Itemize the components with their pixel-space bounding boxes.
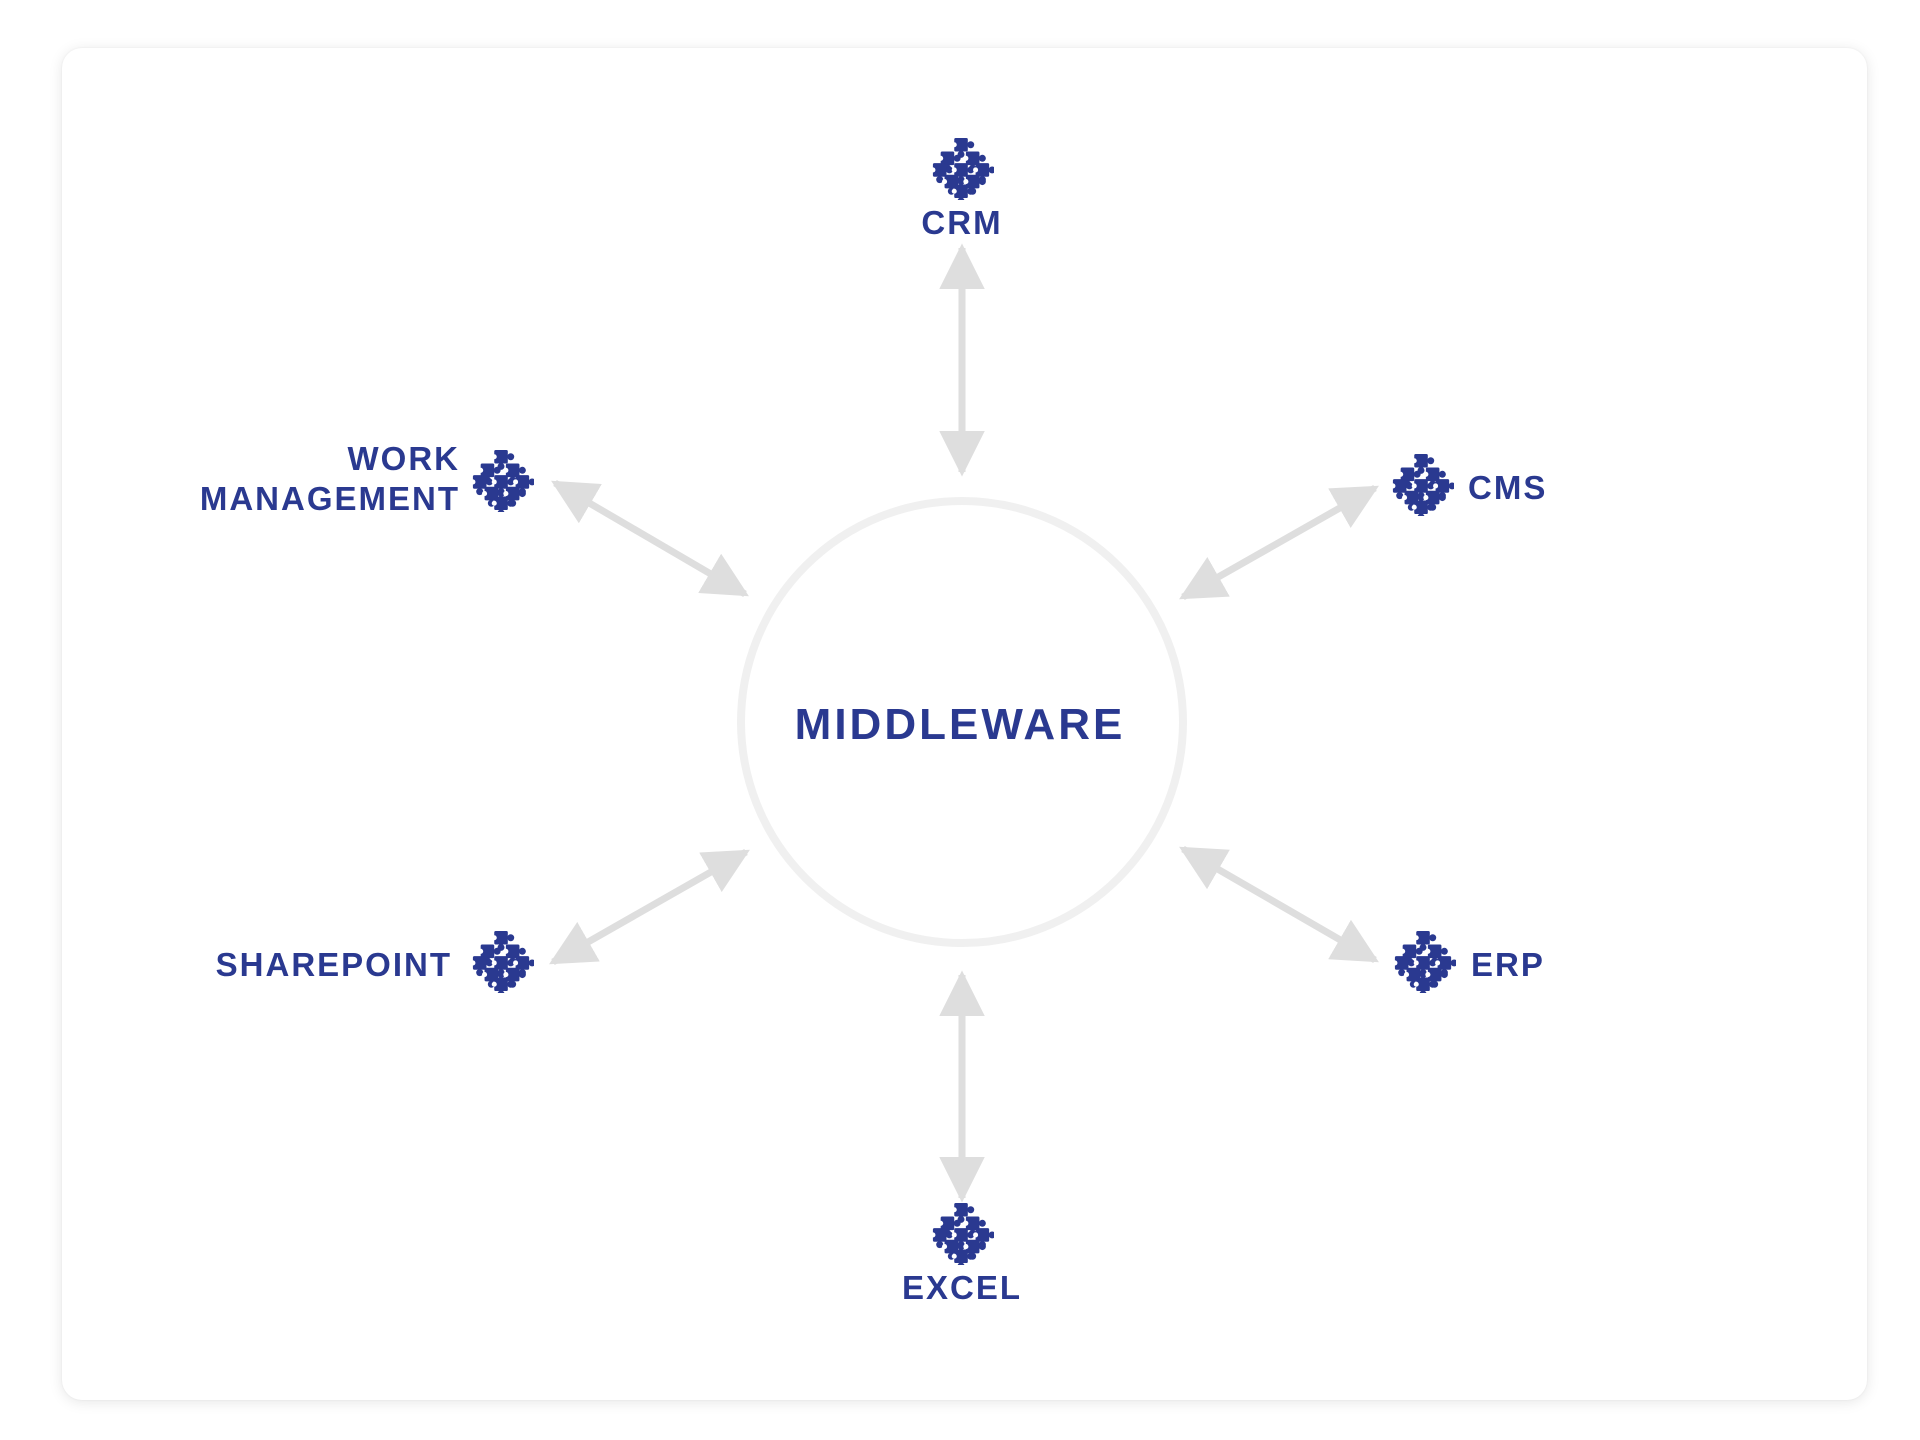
arrow-work-management xyxy=(551,479,749,598)
puzzle-icon xyxy=(1390,452,1454,516)
arrow-sharepoint xyxy=(549,848,750,966)
puzzle-icon xyxy=(930,1201,994,1265)
arrow-cms xyxy=(1179,484,1379,601)
cms-label: CMS xyxy=(1468,469,1548,506)
arrow-erp xyxy=(1179,845,1379,964)
puzzle-icon xyxy=(930,136,994,200)
middleware-label: MIDDLEWARE xyxy=(794,700,1126,749)
excel-label: EXCEL xyxy=(901,1269,1023,1306)
middleware-circle xyxy=(737,497,1187,947)
work-management-label-line1: WORK xyxy=(347,440,460,477)
work-management-label-line2: MANAGEMENT xyxy=(199,480,460,517)
puzzle-icon xyxy=(470,929,534,993)
puzzle-icon xyxy=(470,448,534,512)
puzzle-icon xyxy=(1392,929,1456,993)
crm-label: CRM xyxy=(921,204,1003,241)
sharepoint-label: SHAREPOINT xyxy=(215,946,452,983)
erp-label: ERP xyxy=(1471,946,1545,983)
